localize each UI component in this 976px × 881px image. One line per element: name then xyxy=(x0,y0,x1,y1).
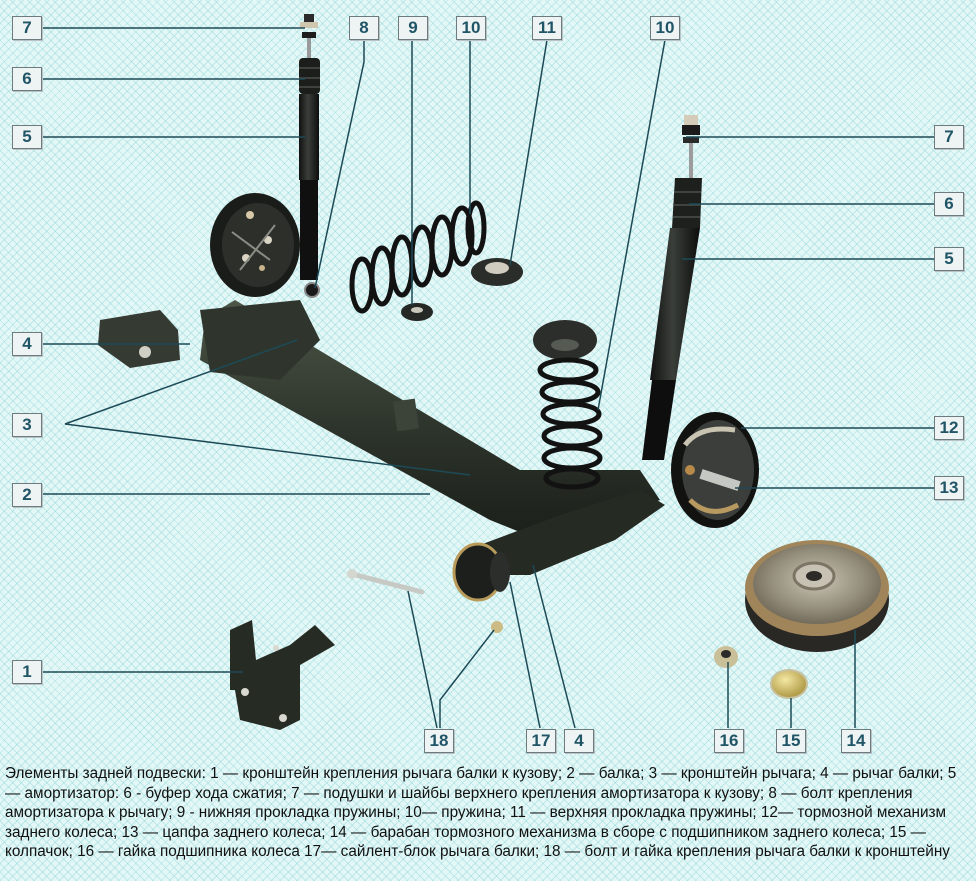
suspension-diagram: 7 6 5 4 3 2 1 8 9 10 11 10 7 6 5 12 13 1… xyxy=(12,14,964,753)
hub-cap xyxy=(770,669,808,699)
callout-14: 14 xyxy=(841,729,871,753)
leader-lines xyxy=(42,27,934,729)
callout-11: 11 xyxy=(532,16,562,40)
callout-12: 12 xyxy=(934,416,964,440)
callout-18: 18 xyxy=(424,729,454,753)
arm-mounting-bracket xyxy=(230,620,335,730)
arm-bolt xyxy=(347,569,503,633)
callout-5-left: 5 xyxy=(12,125,42,149)
loose-spring xyxy=(349,200,487,314)
callout-3: 3 xyxy=(12,413,42,437)
callout-4-bottom: 4 xyxy=(564,729,594,753)
callout-13: 13 xyxy=(934,476,964,500)
callout-15: 15 xyxy=(776,729,806,753)
callout-8: 8 xyxy=(349,16,379,40)
left-brake-assembly xyxy=(210,193,300,297)
installed-spring xyxy=(533,320,603,490)
callout-7-left: 7 xyxy=(12,16,42,40)
callout-2: 2 xyxy=(12,483,42,507)
wheel-bearing-nut xyxy=(714,646,738,668)
callout-5-right: 5 xyxy=(934,247,964,271)
figure-caption: Элементы задней подвески: 1 — кронштейн … xyxy=(5,765,957,861)
callout-10-spring-loose: 10 xyxy=(456,16,486,40)
callout-9: 9 xyxy=(398,16,428,40)
callout-10-spring-installed: 10 xyxy=(650,16,680,40)
callout-1: 1 xyxy=(12,660,42,684)
lower-spring-pad xyxy=(401,303,433,321)
right-brake-assembly xyxy=(671,412,759,528)
left-shock-absorber xyxy=(299,14,320,298)
callout-6-right: 6 xyxy=(934,192,964,216)
callout-17: 17 xyxy=(526,729,556,753)
brake-drum xyxy=(745,540,889,652)
callout-16: 16 xyxy=(714,729,744,753)
right-shock-absorber xyxy=(642,115,702,460)
callout-6-left: 6 xyxy=(12,67,42,91)
callout-7-right: 7 xyxy=(934,125,964,149)
upper-spring-seat xyxy=(471,258,523,286)
callout-4-left: 4 xyxy=(12,332,42,356)
